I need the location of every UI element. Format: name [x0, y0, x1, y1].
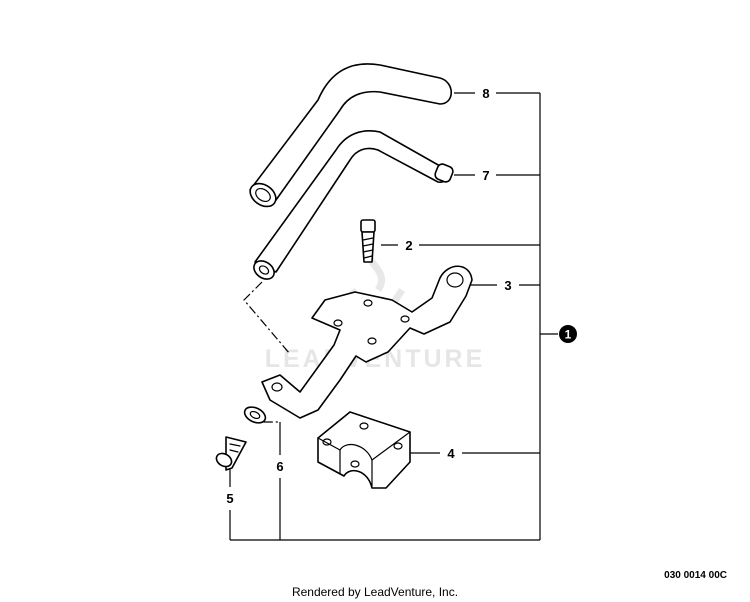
footer-credit: Rendered by LeadVenture, Inc. — [291, 585, 459, 599]
assembly-callout: 1 — [559, 325, 577, 343]
callout-3: 3 — [504, 278, 511, 293]
callout-4: 4 — [447, 446, 455, 461]
callout-2: 2 — [405, 238, 412, 253]
lever-part — [261, 265, 473, 419]
clamp-part — [317, 411, 411, 489]
callout-8: 8 — [482, 86, 489, 101]
callout-6: 6 — [276, 459, 283, 474]
bolt-lower-part — [215, 436, 247, 471]
washer-part — [243, 406, 267, 424]
grip-outer-part — [249, 63, 453, 208]
grip-inner-part — [253, 130, 454, 280]
callout-7: 7 — [482, 168, 489, 183]
callout-bracket — [229, 92, 558, 541]
bolt-upper-part — [360, 219, 376, 263]
diagram-code: 030 0014 00C — [664, 570, 727, 581]
callout-5: 5 — [226, 491, 233, 506]
callout-1: 1 — [565, 328, 572, 342]
